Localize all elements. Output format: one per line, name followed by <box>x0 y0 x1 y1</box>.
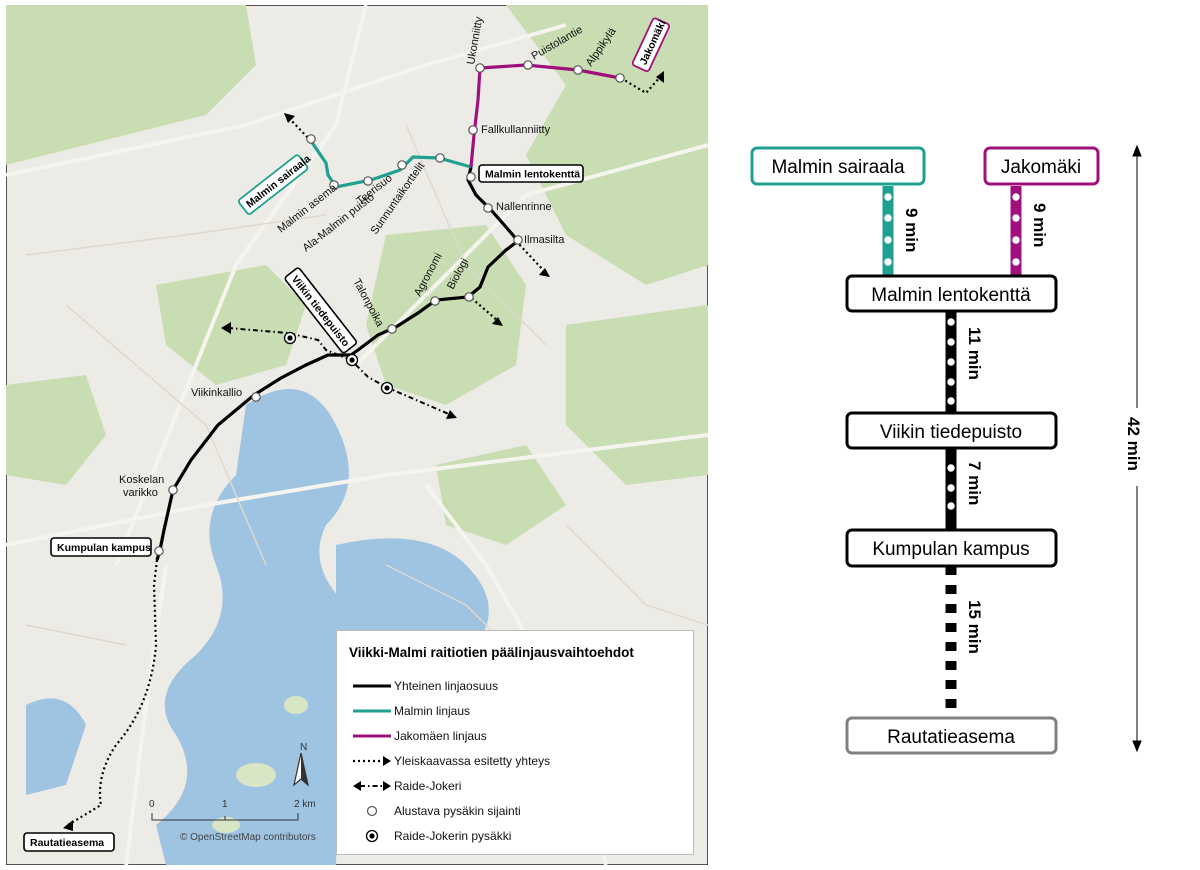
legend-item-raide-jokeri: Raide-Jokeri <box>351 776 681 796</box>
box-kumpulan-kampus: Kumpulan kampus <box>50 537 152 557</box>
legend: Viikki-Malmi raitiotien päälinjausvaihto… <box>336 630 694 855</box>
label-viikinkallio: Viikinkallio <box>191 387 242 399</box>
legend-symbol-solid-magenta <box>353 734 391 738</box>
box-malmin-lentokentta <box>845 274 1058 313</box>
map-panel: Ukonniitty Puistolantie Alppikylä Fallku… <box>6 5 708 865</box>
time-segment-3: 15 min <box>965 600 984 654</box>
malmi-branch-stops <box>882 191 894 268</box>
jokeri-stops <box>283 331 394 395</box>
time-segment-2: 7 min <box>965 461 984 505</box>
trunk-segment-2-stops <box>945 462 957 512</box>
stop-rautatieasema: Rautatieasema <box>887 727 1015 748</box>
legend-symbol-bullseye <box>365 829 379 843</box>
stop-malmin-lentokentta: Malmin lentokenttä <box>871 285 1031 306</box>
line-diagram: Malmin sairaala Jakomäki Malmin lentoken… <box>750 144 1143 755</box>
legend-symbol-open-circle <box>366 805 378 817</box>
legend-symbol-dotted-arrow <box>353 756 391 766</box>
legend-item-yleiskaava: Yleiskaavassa esitetty yhteys <box>351 751 681 771</box>
legend-item-jokeri-stop: Raide-Jokerin pysäkki <box>351 826 681 846</box>
total-time: 42 min <box>1124 417 1143 471</box>
islands <box>212 696 308 833</box>
time-segment-1: 11 min <box>965 327 984 380</box>
stops <box>154 60 625 556</box>
stop-viikin-tiedepuisto: Viikin tiedepuisto <box>880 422 1022 443</box>
box-malmin-lentokentta-text: Malmin lentokenttä <box>485 169 580 181</box>
scale-bar <box>151 813 299 821</box>
scale-tick-2: 2 km <box>294 799 316 810</box>
jakomaki-branch-stops <box>1010 191 1022 268</box>
stop-jakomaki: Jakomäki <box>1001 157 1081 178</box>
common-line <box>155 166 521 561</box>
raide-jokeri-arrowheads <box>221 322 457 419</box>
box-rautatieasema: Rautatieasema <box>23 832 115 852</box>
stop-kumpulan-kampus: Kumpulan kampus <box>872 539 1029 560</box>
trunk-segment-1-stops <box>945 316 957 407</box>
box-kumpulan-kampus-text: Kumpulan kampus <box>57 542 151 554</box>
time-malmi-branch: 9 min <box>902 208 921 252</box>
scale-tick-1: 1 <box>222 799 228 810</box>
box-kumpulan-kampus <box>845 528 1058 568</box>
legend-label: Yhteinen linjaosuus <box>394 679 499 693</box>
map: Ukonniitty Puistolantie Alppikylä Fallku… <box>6 5 708 865</box>
legend-label: Malmin linjaus <box>394 704 471 718</box>
dotted-arrowheads <box>63 71 664 831</box>
legend-item-malmi: Malmin linjaus <box>351 701 681 721</box>
label-koskelan: Koskelan <box>119 474 164 486</box>
legend-symbol-solid-teal <box>353 709 391 713</box>
time-jakomaki-branch: 9 min <box>1030 203 1049 247</box>
stop-malmin-sairaala: Malmin sairaala <box>771 157 904 178</box>
label-fallkullanniitty: Fallkullanniitty <box>481 124 551 136</box>
north-arrow: N <box>293 742 309 787</box>
box-viikin-tiedepuisto <box>845 411 1058 450</box>
label-varikko: varikko <box>123 487 158 499</box>
legend-label: Yleiskaavassa esitetty yhteys <box>394 754 551 768</box>
total-span-arrow <box>1132 144 1142 753</box>
legend-label: Raide-Jokeri <box>394 779 462 793</box>
north-label: N <box>300 742 307 753</box>
legend-label: Raide-Jokerin pysäkki <box>394 829 512 843</box>
label-ilmasilta: Ilmasilta <box>524 234 565 246</box>
box-rautatieasema-text: Rautatieasema <box>30 837 104 849</box>
box-malmin-lentokentta: Malmin lentokenttä <box>478 164 584 183</box>
scale-tick-0: 0 <box>149 799 155 810</box>
legend-label: Alustava pysäkin sijainti <box>394 804 521 818</box>
legend-title: Viikki-Malmi raitiotien päälinjausvaihto… <box>349 645 634 660</box>
legend-label: Jakomäen linjaus <box>394 729 487 743</box>
label-nallenrinne: Nallenrinne <box>496 201 552 213</box>
water <box>26 389 489 865</box>
box-jakomaki <box>983 146 1100 186</box>
legend-symbol-jokeri <box>353 781 391 791</box>
legend-item-common: Yhteinen linjaosuus <box>351 676 681 696</box>
map-credit: © OpenStreetMap contributors <box>180 832 316 843</box>
box-rautatieasema <box>845 716 1058 755</box>
legend-symbol-solid-black <box>353 684 391 688</box>
legend-item-stop: Alustava pysäkin sijainti <box>351 801 681 821</box>
box-malmin-sairaala <box>750 146 926 186</box>
legend-item-jakomaki: Jakomäen linjaus <box>351 726 681 746</box>
